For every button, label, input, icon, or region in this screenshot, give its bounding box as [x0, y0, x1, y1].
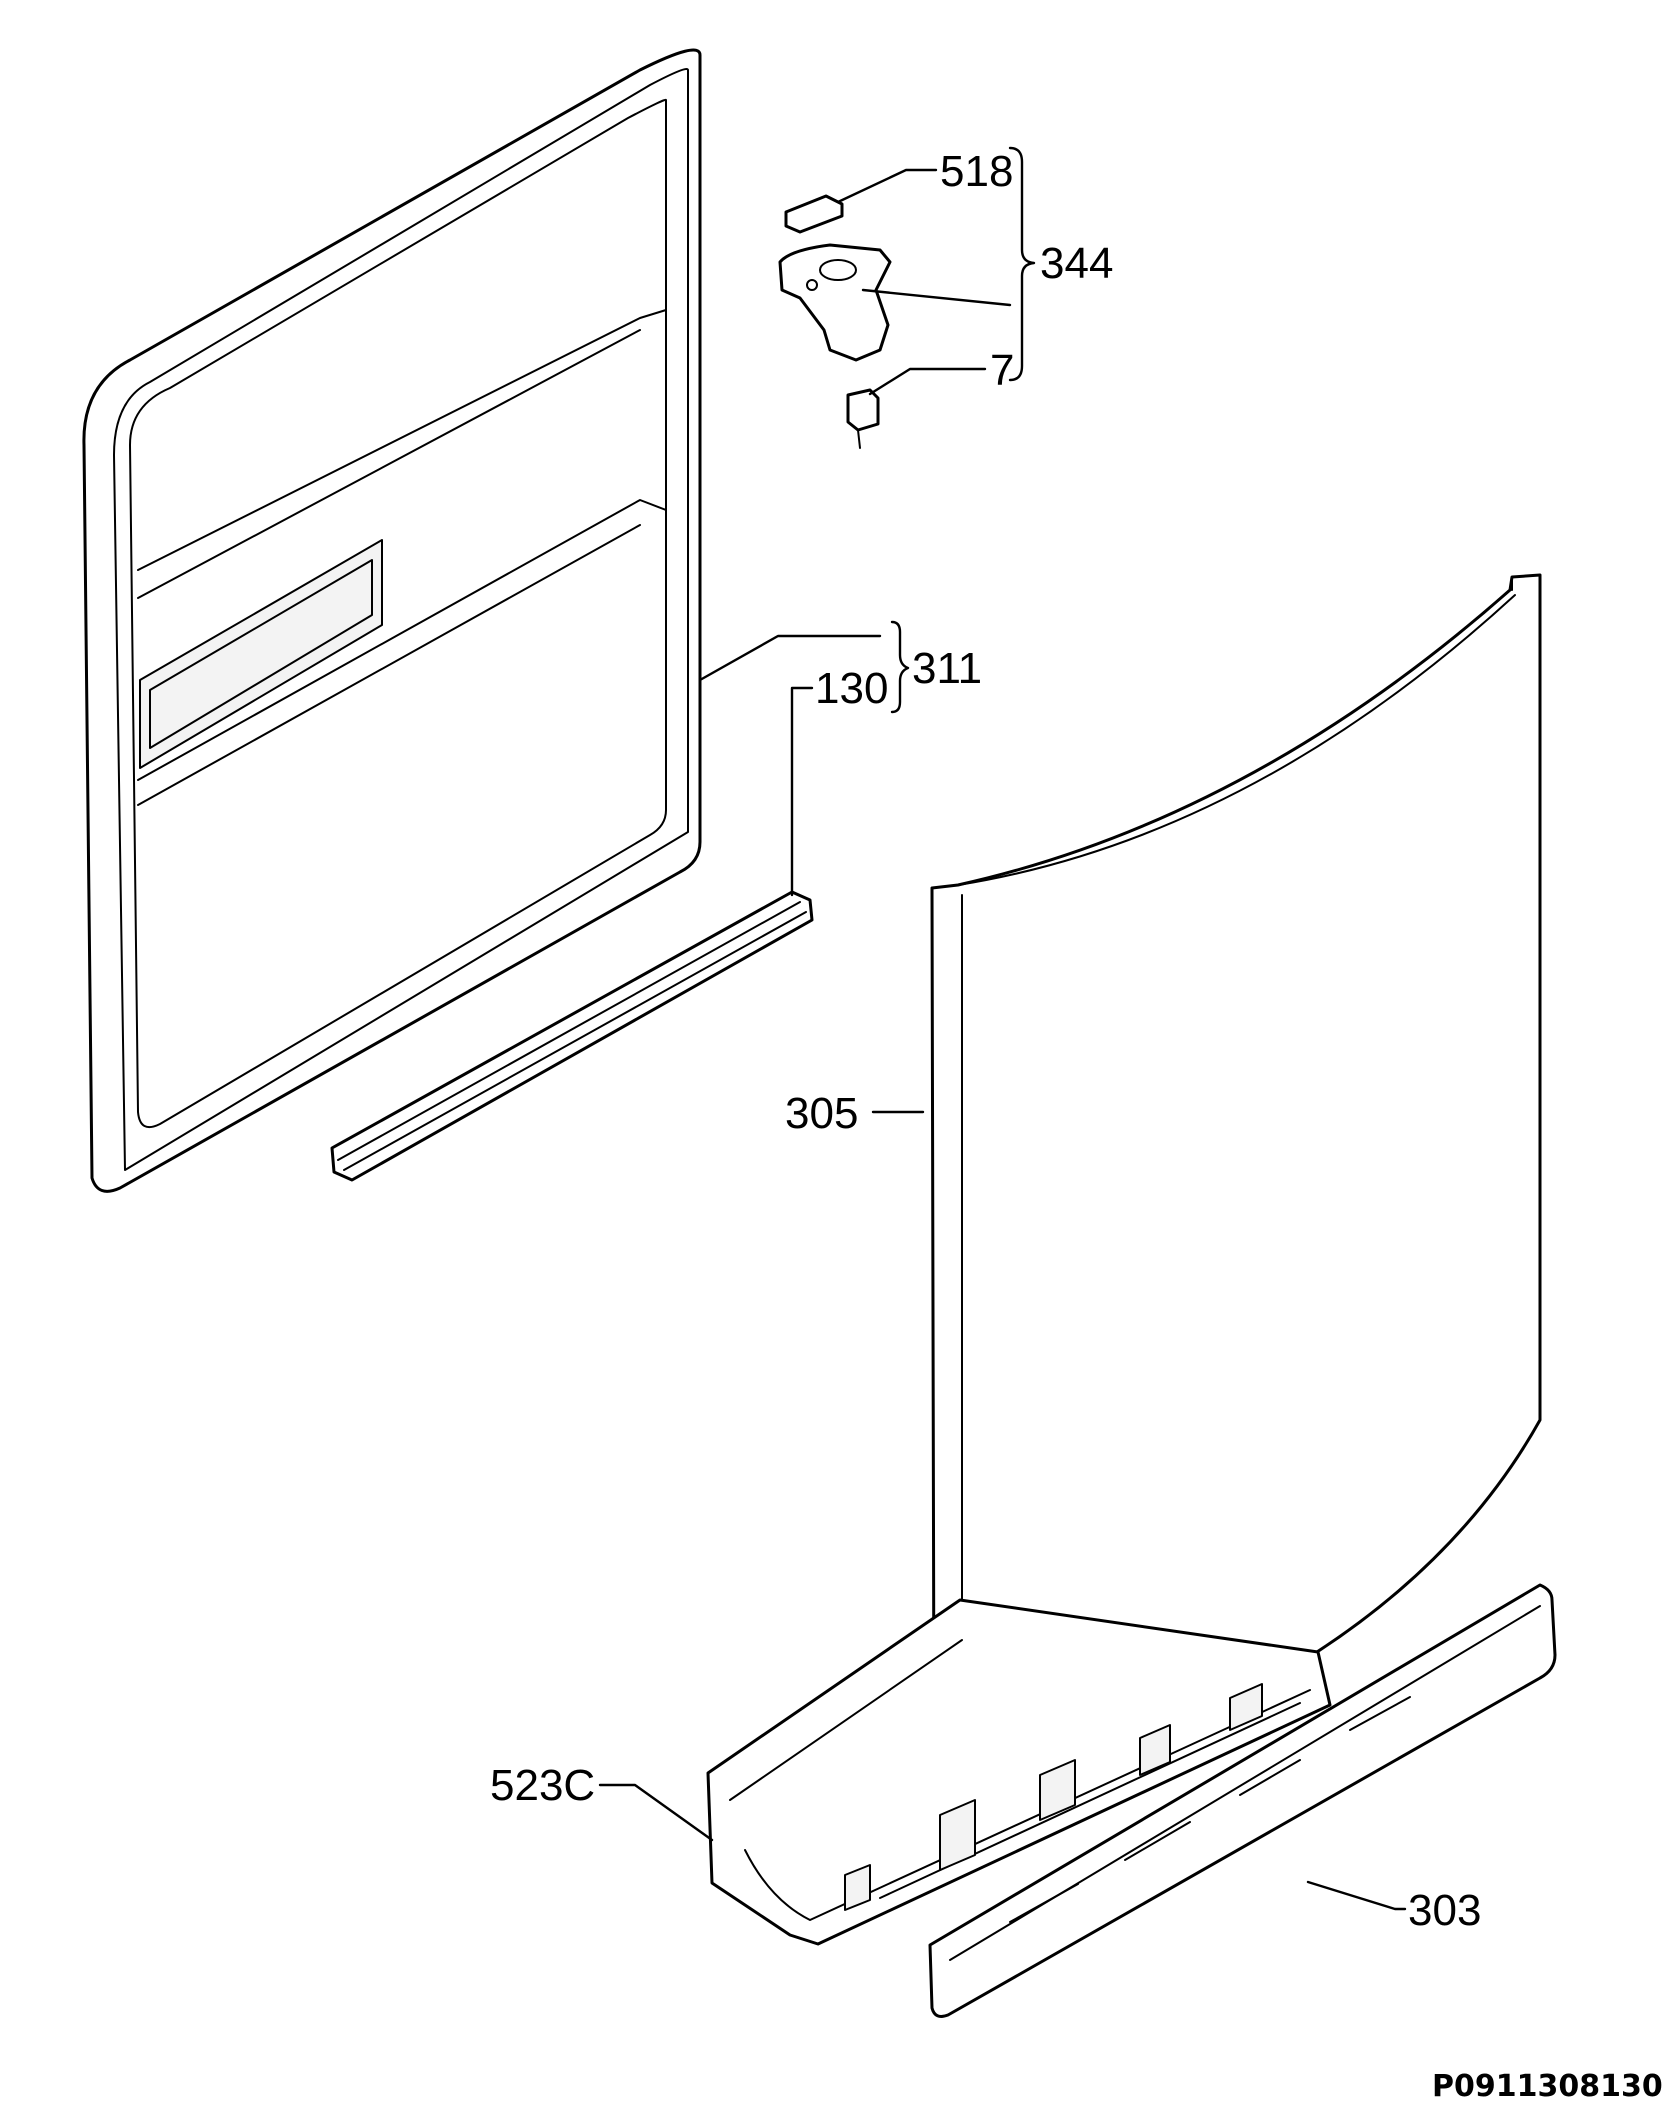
drawing-code: P09113081301 [1432, 2069, 1662, 2104]
callout-344: 344 [1040, 239, 1113, 288]
callout-7: 7 [990, 346, 1014, 395]
leader-lines [598, 146, 1407, 1911]
callout-130: 130 [815, 664, 888, 713]
inner-door-panel [82, 48, 702, 1193]
callout-labels: 518 344 7 311 130 305 523C 303 [490, 147, 1481, 1935]
outer-door-panel [930, 573, 1542, 1763]
lock-body [778, 243, 892, 362]
callout-311: 311 [912, 644, 982, 693]
callout-303: 303 [1408, 1886, 1481, 1935]
callout-305: 305 [785, 1089, 858, 1138]
callout-518: 518 [940, 147, 1013, 196]
kick-plate [928, 1583, 1557, 2018]
lock-part-518 [784, 194, 844, 234]
door-lock-assembly [778, 194, 892, 449]
bottom-door-frame [706, 1598, 1332, 1946]
callout-523c: 523C [490, 1761, 595, 1810]
micro-switch-7 [846, 388, 880, 432]
